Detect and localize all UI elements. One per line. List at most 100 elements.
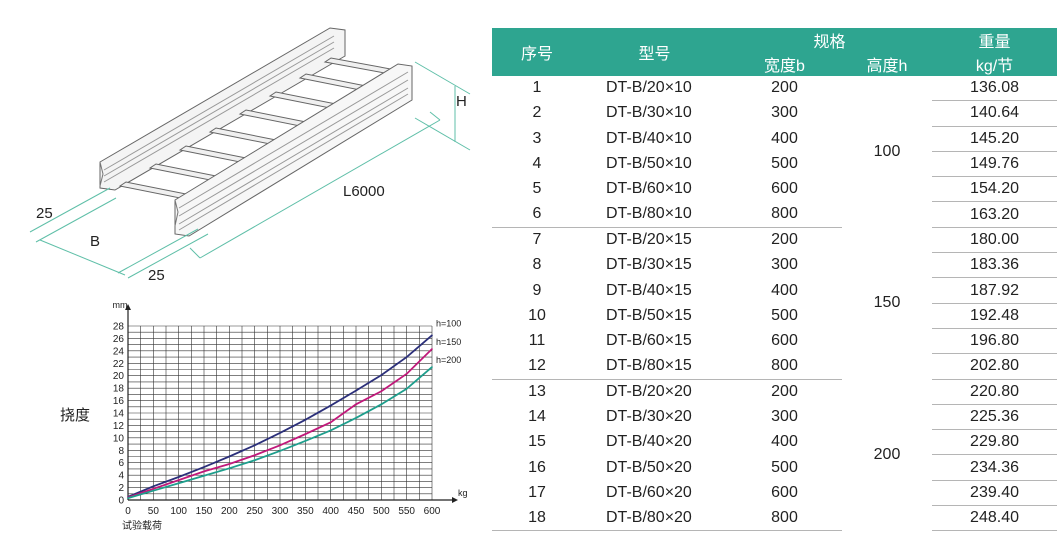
cable-tray-drawing: H L6000 B 25 25	[29, 27, 471, 284]
row-weight: 202.80	[932, 353, 1058, 380]
y-tick-label: 12	[113, 421, 125, 432]
row-index: 2	[532, 104, 542, 122]
x-tick-label: 50	[148, 506, 160, 517]
y-tick-label: 6	[118, 458, 124, 469]
row-width: 500	[771, 155, 798, 173]
row-model: DT-B/40×15	[606, 281, 692, 299]
x-tick-label: 250	[246, 506, 263, 517]
row-model: DT-B/50×15	[606, 306, 692, 324]
back-rail	[99, 27, 346, 191]
header-spec: 规格	[727, 28, 933, 52]
row-index: 7	[532, 231, 542, 249]
row-model: DT-B/20×20	[606, 382, 692, 400]
row-index: 12	[492, 353, 582, 380]
row-width: 600	[771, 483, 798, 501]
y-tick-label: 22	[113, 359, 125, 370]
x-tick-label: 400	[322, 506, 339, 517]
row-width: 200	[771, 382, 798, 400]
row-index: 11	[528, 332, 546, 350]
row-weight: 239.40	[932, 480, 1058, 507]
data-point	[431, 334, 433, 337]
row-width: 500	[771, 458, 798, 476]
row-index: 3	[532, 129, 542, 147]
row-index: 8	[532, 256, 542, 274]
row-weight: 154.20	[932, 176, 1058, 203]
data-point	[279, 432, 281, 434]
row-weight: 248.40	[932, 505, 1058, 532]
dim-25-left-label: 25	[36, 205, 53, 222]
row-width: 300	[771, 256, 798, 274]
row-width: 400	[771, 433, 798, 451]
data-point	[203, 466, 205, 468]
data-point	[380, 403, 383, 406]
data-point	[355, 403, 357, 406]
y-axis-label: 挠度	[60, 406, 90, 424]
row-index: 18	[492, 505, 582, 532]
front-rail	[174, 63, 413, 237]
row-weight: 225.36	[932, 404, 1058, 431]
header-height: 高度h	[842, 52, 933, 76]
data-point	[279, 444, 281, 447]
dim-length-label: L6000	[343, 183, 385, 200]
series-label: h=200	[436, 355, 461, 365]
row-index: 14	[528, 408, 546, 425]
y-tick-label: 24	[113, 346, 125, 357]
x-tick-label: 150	[196, 506, 213, 517]
data-point	[405, 373, 408, 375]
data-point	[405, 387, 408, 390]
row-model: DT-B/50×20	[606, 458, 692, 476]
y-tick-label: 16	[113, 396, 125, 407]
row-model: DT-B/30×20	[606, 408, 692, 425]
data-point	[329, 404, 332, 407]
data-point	[355, 389, 357, 392]
data-point	[152, 488, 155, 490]
data-point	[177, 482, 180, 485]
row-height-group: 100	[873, 142, 901, 160]
x-tick-label: 550	[398, 506, 415, 517]
row-weight: 183.36	[932, 252, 1058, 279]
x-unit-label: kg	[458, 488, 468, 498]
row-width: 300	[771, 104, 798, 122]
row-model: DT-B/40×20	[606, 433, 692, 451]
dim-25-bottom-label: 25	[148, 267, 165, 284]
y-tick-label: 26	[113, 334, 125, 345]
row-width: 600	[771, 180, 798, 198]
y-tick-label: 14	[113, 409, 125, 420]
row-index: 17	[528, 483, 546, 501]
row-model: DT-B/80×20	[582, 505, 727, 532]
row-weight: 136.08	[932, 76, 1058, 102]
x-tick-label: 100	[170, 506, 187, 517]
row-model: DT-B/20×15	[606, 231, 692, 249]
row-model: DT-B/40×10	[606, 129, 692, 147]
row-model: DT-B/30×10	[606, 104, 692, 122]
y-tick-label: 20	[113, 371, 125, 382]
row-width: 400	[771, 129, 798, 147]
table-row: 5 DT-B/60×10 600 154.20	[492, 176, 1058, 203]
row-index: 13	[528, 382, 546, 400]
data-point	[152, 489, 155, 492]
row-weight: 145.20	[932, 126, 1058, 152]
data-point	[405, 356, 408, 358]
data-point	[304, 433, 307, 435]
data-point	[329, 429, 332, 432]
header-model: 型号	[582, 28, 727, 76]
row-model: DT-B/80×10	[582, 201, 727, 228]
row-width: 200	[771, 79, 798, 97]
x-tick-label: 350	[297, 506, 314, 517]
dim-b-label: B	[90, 233, 100, 250]
x-axis-arrow	[452, 497, 458, 503]
header-weight-line2: kg/节	[932, 52, 1058, 76]
x-tick-label: 600	[424, 506, 441, 517]
series-label: h=150	[436, 337, 461, 347]
data-point	[177, 476, 180, 478]
row-model: DT-B/60×10	[606, 180, 692, 198]
row-index: 5	[532, 180, 542, 198]
